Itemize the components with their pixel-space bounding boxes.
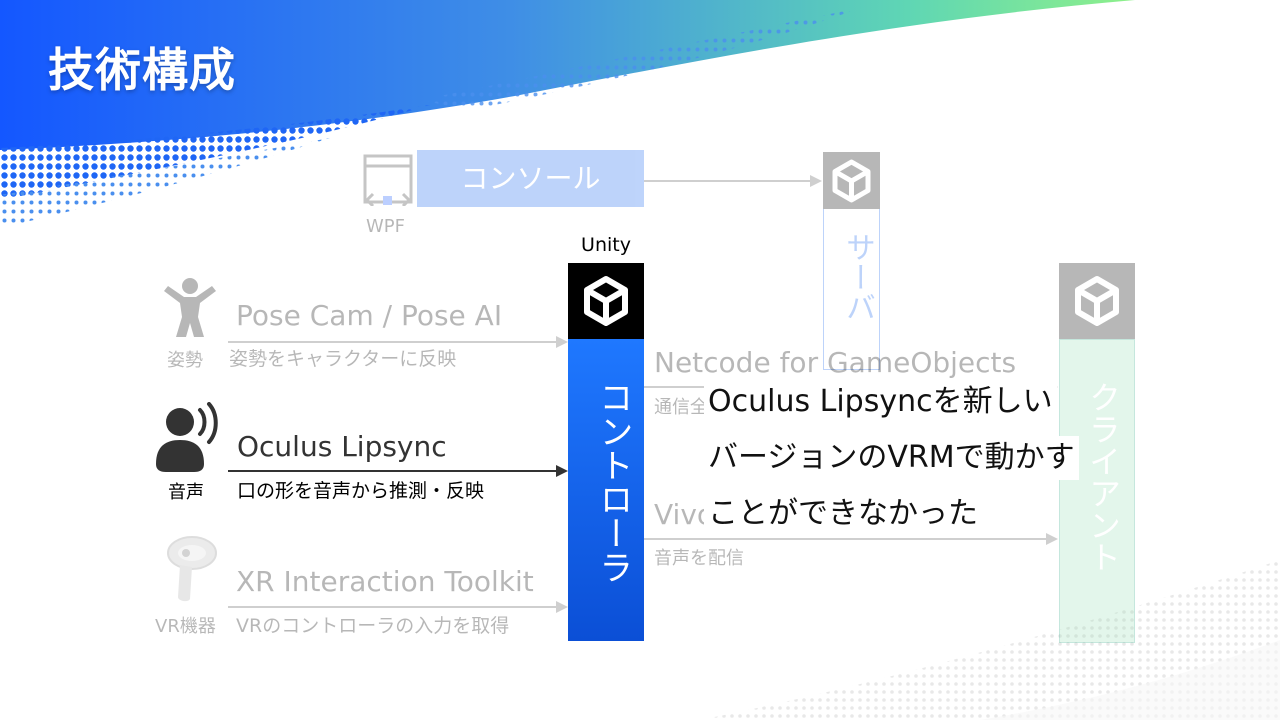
output-desc: 通信全 — [654, 397, 708, 418]
unity-icon — [1075, 276, 1119, 326]
pose-to-controller-arrow — [228, 336, 568, 348]
input-icon-label: 姿勢 — [167, 350, 203, 371]
input-row-pose: 姿勢 Pose Cam / Pose AI 姿勢をキャラクターに反映 — [150, 275, 570, 375]
output-name: Netcode for GameObjects — [654, 346, 1017, 379]
input-desc: VRのコントローラの入力を取得 — [236, 615, 510, 637]
server-body — [823, 209, 880, 370]
client-node: クライアント — [1059, 263, 1135, 643]
callout-line-2: バージョンのVRMで動かす — [704, 436, 1079, 480]
input-desc: 姿勢をキャラクターに反映 — [229, 348, 457, 370]
callout-line-3: ことができなかった — [704, 492, 982, 536]
callout-line-1: Oculus Lipsyncを新しい — [704, 380, 1057, 424]
console-box-label: コンソール — [460, 162, 601, 195]
unity-icon — [584, 276, 628, 326]
controller-caption: Unity — [581, 234, 631, 256]
client-icon-box — [1059, 263, 1135, 339]
input-name: XR Interaction Toolkit — [236, 565, 534, 598]
slide-title: 技術構成 — [48, 43, 236, 97]
input-icon-label: VR機器 — [155, 616, 216, 637]
console-icon-label: WPF — [366, 216, 406, 237]
input-name: Pose Cam / Pose AI — [236, 299, 503, 332]
input-name: Oculus Lipsync — [237, 430, 447, 463]
client-body — [1059, 339, 1135, 643]
controller-body — [568, 339, 644, 641]
input-row-voice: 音声 Oculus Lipsync 口の形を音声から推測・反映 — [150, 400, 570, 505]
server-node: サーバ — [823, 152, 880, 372]
voice-to-controller-arrow — [228, 465, 568, 477]
output-desc: 音声を配信 — [654, 548, 744, 569]
client-label: クライアント — [1084, 381, 1122, 573]
controller-icon-box — [568, 263, 644, 339]
window-code-icon — [363, 154, 413, 206]
voice-to-client-arrow — [644, 533, 1058, 545]
vr-to-controller-arrow — [228, 601, 568, 613]
speaking-person-icon — [156, 402, 218, 472]
unity-icon — [832, 159, 871, 203]
input-icon-label: 音声 — [168, 482, 204, 503]
input-desc: 口の形を音声から推測・反映 — [237, 480, 485, 502]
console-box — [417, 150, 644, 207]
input-row-vr: VR機器 XR Interaction Toolkit VRのコントローラの入力… — [150, 533, 570, 638]
server-label: サーバ — [840, 232, 875, 322]
console-group: WPF コンソール — [360, 150, 890, 240]
vr-controller-icon — [167, 536, 217, 602]
console-to-server-arrow — [644, 175, 822, 187]
controller-label: コントローラ — [593, 380, 633, 584]
person-pose-icon — [164, 278, 216, 337]
server-icon-box — [823, 152, 880, 209]
